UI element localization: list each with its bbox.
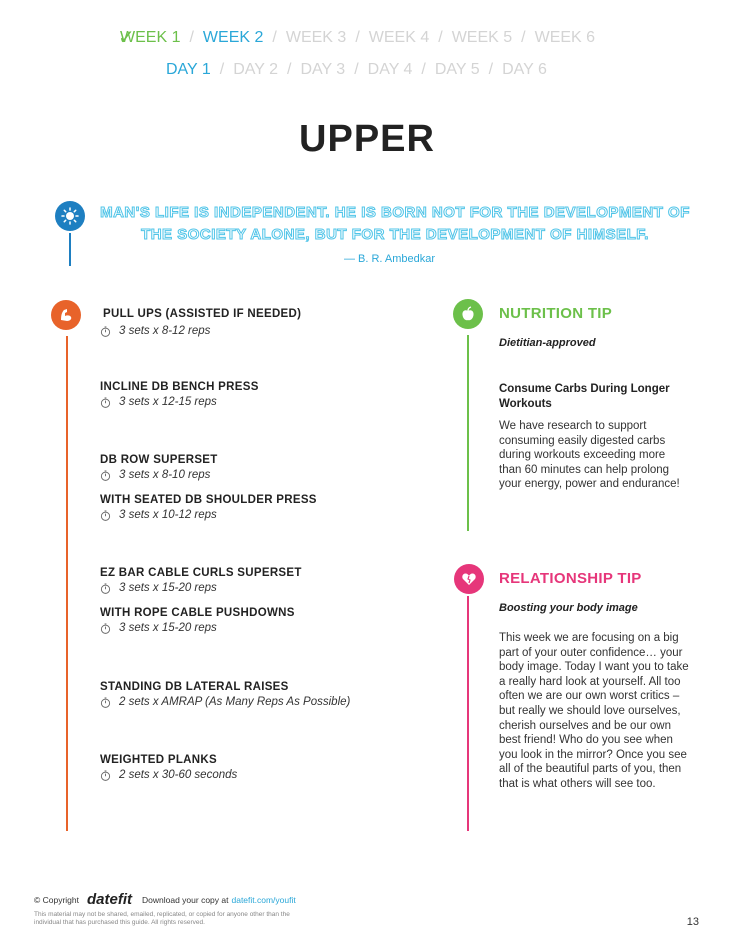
footer-copyright: © Copyright datefit Download your copy a…	[34, 891, 296, 908]
page-title: UPPER	[299, 118, 435, 160]
nutrition-tip-title: NUTRITION TIP	[499, 305, 613, 322]
exercise-name: EZ BAR CABLE CURLS SUPERSET	[100, 567, 302, 579]
exercise-item: WEIGHTED PLANKS 2 sets x 30-60 seconds	[100, 754, 237, 781]
stopwatch-icon	[100, 325, 111, 337]
tab-day-2[interactable]: DAY 2	[233, 61, 278, 78]
brand-logo: datefit	[87, 891, 133, 908]
separator: /	[272, 29, 277, 46]
exercise-name: WITH ROPE CABLE PUSHDOWNS	[100, 607, 295, 619]
sun-icon	[55, 201, 85, 231]
separator: /	[421, 61, 426, 78]
quote-divider-line	[69, 233, 71, 266]
relationship-tip-title: RELATIONSHIP TIP	[499, 570, 642, 587]
exercise-item: EZ BAR CABLE CURLS SUPERSET 3 sets x 15-…	[100, 567, 302, 594]
nutrition-tip-body: We have research to support consuming ea…	[499, 420, 680, 491]
exercise-item: PULL UPS (ASSISTED IF NEEDED)	[103, 308, 301, 320]
separator: /	[355, 29, 360, 46]
exercise-item: INCLINE DB BENCH PRESS 3 sets x 12-15 re…	[100, 381, 259, 408]
tab-day-4[interactable]: DAY 4	[367, 61, 413, 78]
tab-day-1[interactable]: DAY 1	[166, 61, 211, 78]
exercise-detail: 3 sets x 8-10 reps	[119, 469, 211, 481]
copyright-text: © Copyright	[34, 894, 80, 905]
exercise-detail: 2 sets x 30-60 seconds	[119, 769, 238, 781]
quote-author: — B. R. Ambedkar	[343, 253, 436, 265]
checkmark-icon: ✓	[118, 27, 135, 49]
relationship-divider-line	[467, 596, 469, 831]
exercise-detail: 3 sets x 15-20 reps	[119, 582, 217, 594]
exercise-detail: 3 sets x 10-12 reps	[119, 509, 217, 521]
exercise-detail: 3 sets x 12-15 reps	[119, 396, 217, 408]
tab-week-1-label: WEEK 1	[120, 29, 181, 46]
exercise-item: WITH ROPE CABLE PUSHDOWNS 3 sets x 15-20…	[100, 607, 295, 634]
exercise-item: 3 sets x 8-12 reps	[100, 322, 210, 337]
exercise-name: PULL UPS (ASSISTED IF NEEDED)	[103, 308, 302, 320]
exercise-detail: 3 sets x 8-12 reps	[119, 325, 211, 337]
exercise-name: WITH SEATED DB SHOULDER PRESS	[100, 494, 317, 506]
stopwatch-icon	[100, 582, 111, 594]
relationship-tip-subtitle: Boosting your body image	[499, 602, 638, 614]
week-nav: ✓WEEK 1 / WEEK 2 / WEEK 3 / WEEK 4 / WEEK 5 / WEE…	[118, 27, 734, 49]
tab-week-5[interactable]: WEEK 5	[451, 29, 513, 46]
exercise-name: DB ROW SUPERSET	[100, 454, 218, 466]
nutrition-divider-line	[467, 335, 469, 531]
stopwatch-icon	[100, 622, 111, 634]
quote-text: MAN'S LIFE IS INDEPENDENT. HE IS BORN NO…	[100, 204, 690, 244]
exercise-name: INCLINE DB BENCH PRESS	[100, 381, 259, 393]
page-number: 13	[686, 916, 699, 928]
tab-day-5[interactable]: DAY 5	[434, 61, 480, 78]
nutrition-tip-heading: Consume Carbs During Longer Workouts	[499, 383, 670, 410]
exercise-item: WITH SEATED DB SHOULDER PRESS 3 sets x 1…	[100, 494, 317, 521]
stopwatch-icon	[100, 769, 111, 781]
separator: /	[354, 61, 359, 78]
exercise-name: STANDING DB LATERAL RAISES	[100, 681, 289, 693]
stopwatch-icon	[100, 696, 111, 708]
exercise-item: STANDING DB LATERAL RAISES 2 sets x AMRA…	[100, 681, 350, 708]
stopwatch-icon	[100, 509, 111, 521]
download-text: Download your copy at	[142, 894, 229, 905]
tab-week-6[interactable]: WEEK 6	[534, 29, 596, 46]
tab-week-3[interactable]: WEEK 3	[285, 29, 347, 46]
exercise-item: DB ROW SUPERSET 3 sets x 8-10 reps	[100, 454, 218, 481]
day-nav: DAY 1 / DAY 2 / DAY 3 / DAY 4 / DAY 5 / DAY 6	[166, 61, 734, 79]
tab-day-6[interactable]: DAY 6	[502, 61, 547, 78]
tab-week-1[interactable]: ✓WEEK 1	[118, 27, 181, 49]
tab-week-4[interactable]: WEEK 4	[368, 29, 430, 46]
footer-disclaimer: This material may not be shared, emailed…	[34, 911, 290, 926]
separator: /	[189, 29, 194, 46]
download-link[interactable]: datefit.com/youfit	[231, 894, 296, 905]
apple-icon	[453, 299, 483, 329]
separator: /	[438, 29, 443, 46]
heart-icon	[454, 564, 484, 594]
separator: /	[286, 61, 292, 78]
workout-divider-line	[66, 336, 68, 831]
tab-week-2[interactable]: WEEK 2	[202, 29, 264, 46]
stopwatch-icon	[100, 469, 111, 481]
exercise-detail: 3 sets x 15-20 reps	[119, 622, 217, 634]
exercise-name: WEIGHTED PLANKS	[100, 754, 217, 766]
separator: /	[219, 61, 225, 78]
flexed-arm-icon	[51, 300, 81, 330]
tab-day-3[interactable]: DAY 3	[300, 61, 346, 78]
separator: /	[488, 61, 494, 78]
stopwatch-icon	[100, 396, 111, 408]
relationship-tip-body: This week we are focusing on a big part …	[499, 632, 689, 790]
nutrition-tip-subtitle: Dietitian-approved	[499, 337, 596, 349]
exercise-detail: 2 sets x AMRAP (As Many Reps As Possible…	[119, 696, 351, 708]
separator: /	[521, 29, 526, 46]
